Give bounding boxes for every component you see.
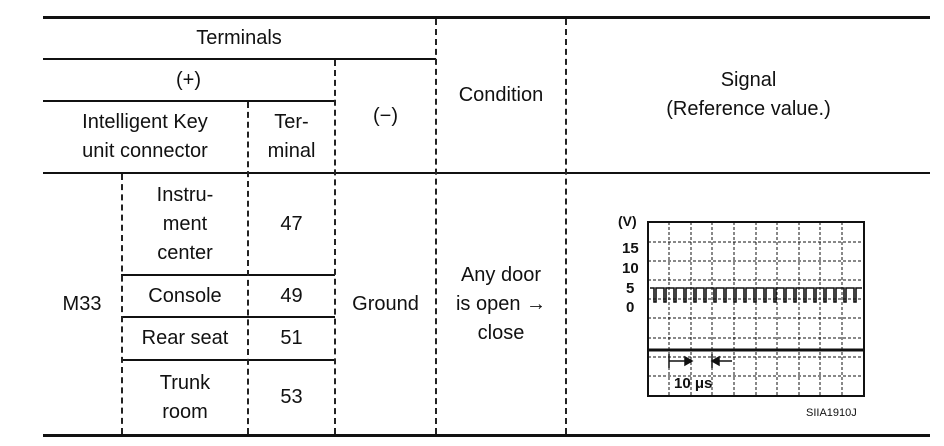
header-terminals: Terminals (196, 27, 282, 49)
col-rule-terminal (247, 102, 249, 434)
condition-value: Any door is open → close (455, 263, 547, 344)
header-bottom-rule (43, 172, 930, 174)
rule-under-terminals (43, 58, 436, 60)
header-terminal: Ter- minal (267, 111, 316, 162)
col-rule-connector (121, 174, 123, 434)
header-minus: (−) (373, 104, 398, 127)
table-bottom-rule (43, 434, 930, 437)
header-condition: Condition (458, 84, 544, 106)
header-connector: Intelligent Key unit connector (82, 111, 208, 162)
header-plus: (+) (176, 68, 201, 91)
y-tick-5: 5 (626, 280, 634, 297)
y-tick-10: 10 (622, 260, 639, 277)
header-signal: Signal (Reference value.) (666, 69, 831, 120)
y-tick-15: 15 (622, 240, 639, 257)
row-rule-1 (121, 274, 335, 276)
location-row-3: Rear seat (141, 327, 229, 349)
terminal-row-1: 47 (280, 212, 303, 235)
terminal-row-3: 51 (280, 327, 303, 349)
terminal-row-4: 53 (280, 386, 303, 408)
signal-waveform-figure: (V) 15 10 5 0 (618, 213, 865, 397)
col-rule-minus (334, 60, 336, 434)
table-top-rule (43, 16, 930, 19)
minus-ground: Ground (352, 292, 419, 315)
col-rule-signal (565, 19, 567, 434)
rule-under-plus (43, 100, 335, 102)
time-span-label: 10 μs (674, 375, 712, 392)
scope-grid (647, 221, 865, 397)
waveform-trace (650, 287, 862, 303)
row-rule-2 (121, 316, 335, 318)
terminal-row-2: 49 (280, 284, 303, 307)
location-row-4: Trunk room (159, 371, 211, 423)
connector-value: M33 (62, 292, 102, 315)
unit-label: (V) (618, 213, 637, 229)
row-rule-3 (121, 359, 335, 361)
col-rule-condition (435, 19, 437, 434)
figure-code: SIIA1910J (806, 407, 857, 419)
location-row-2: Console (148, 284, 222, 307)
time-span-marker (668, 354, 732, 368)
y-tick-0: 0 (626, 299, 634, 316)
location-row-1: Instru- ment center (156, 183, 214, 264)
